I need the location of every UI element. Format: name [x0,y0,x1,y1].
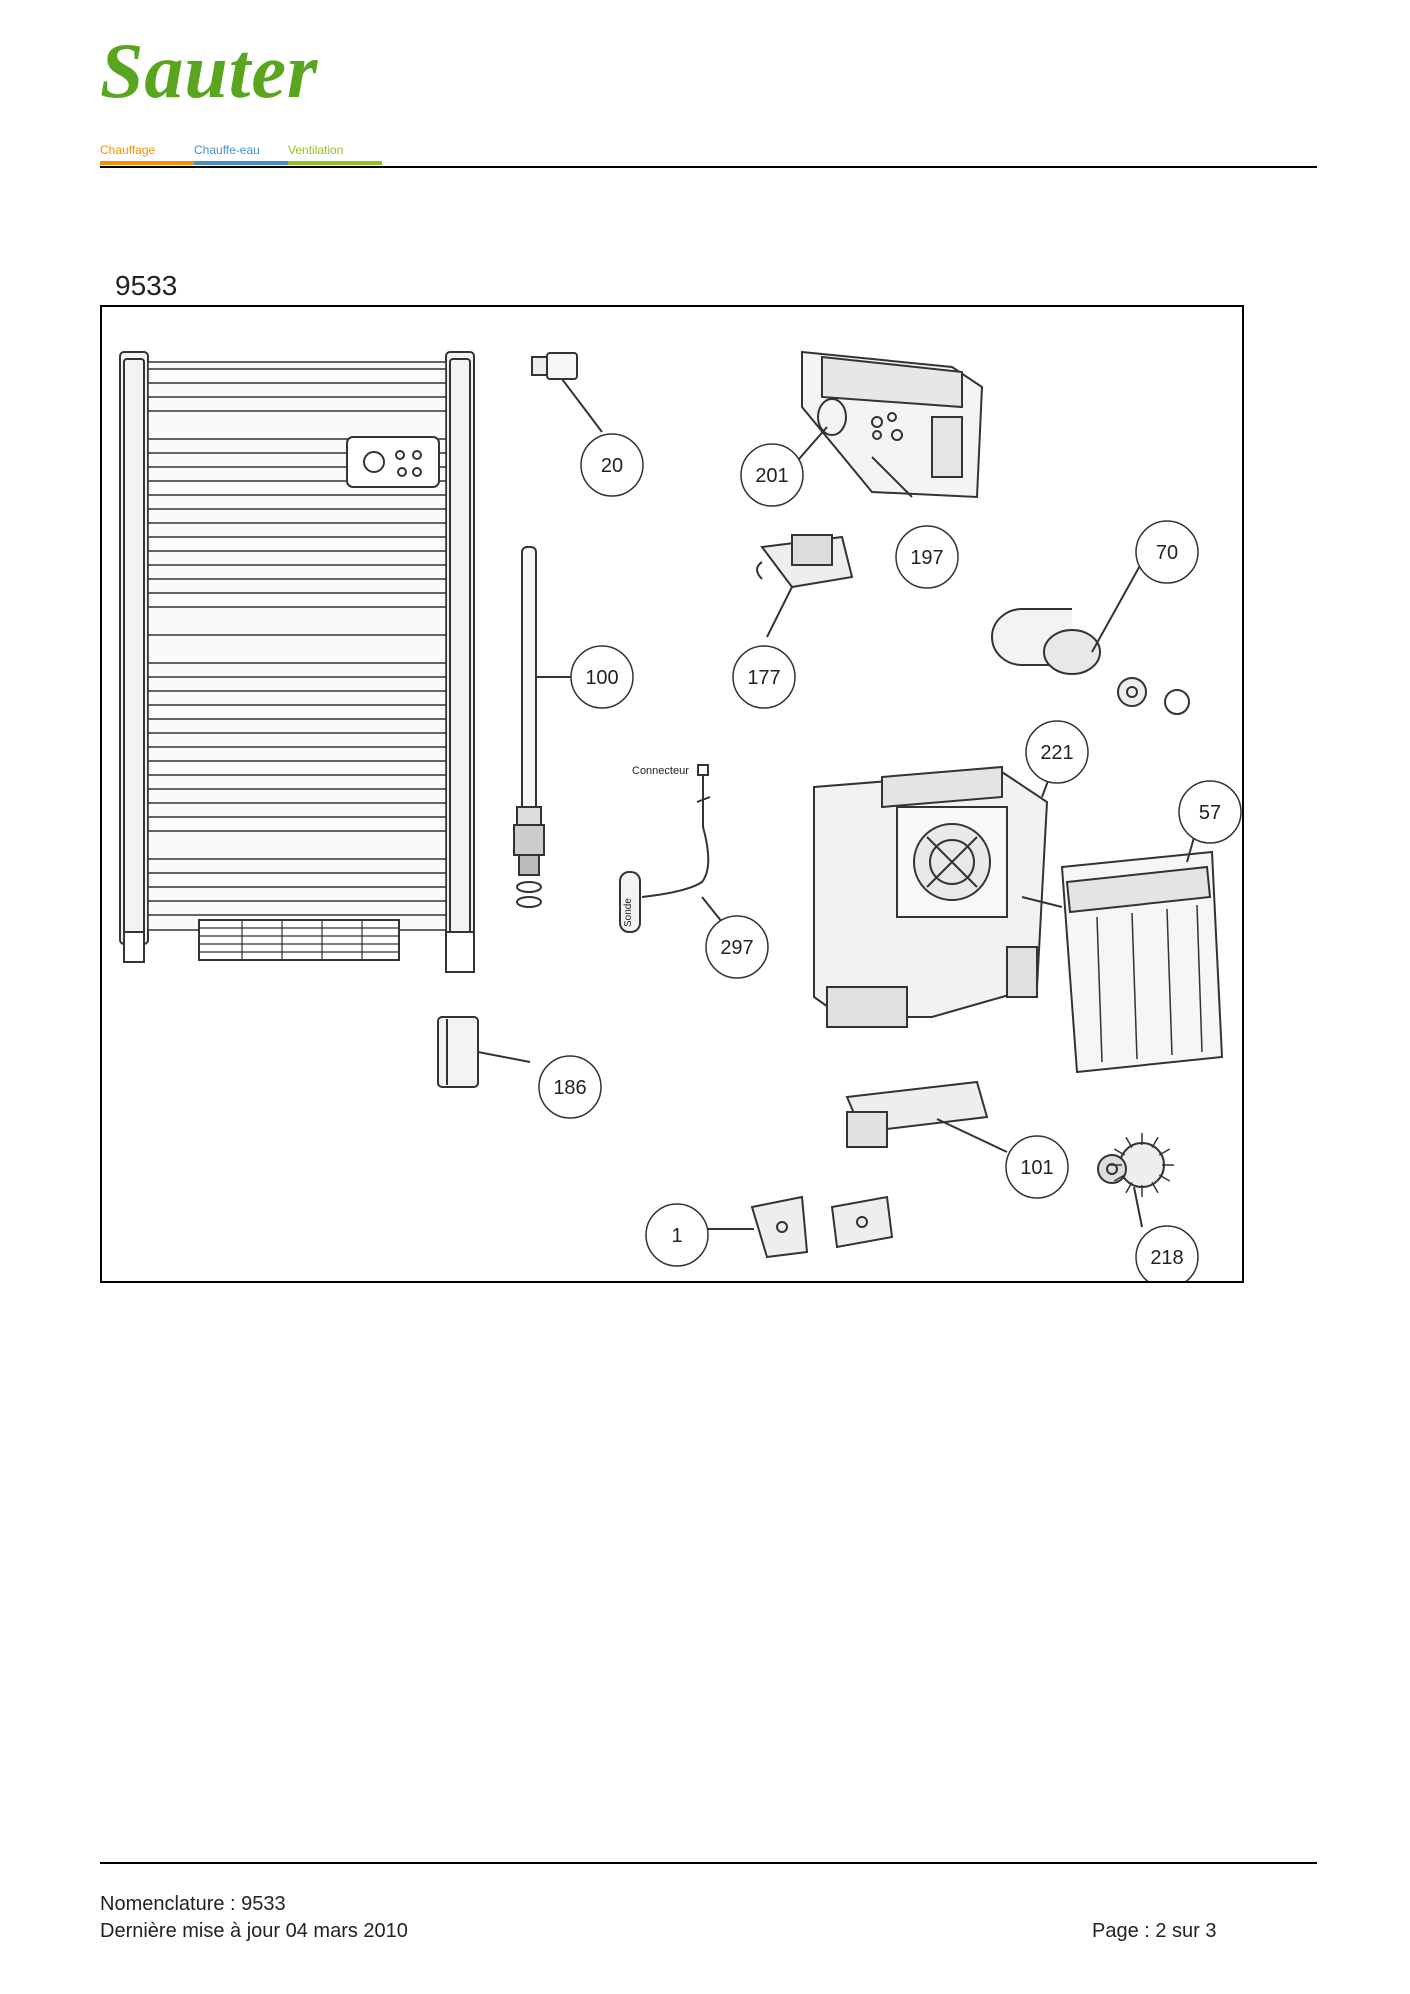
probe-label: Sonde [623,898,634,927]
callout-label-100: 100 [585,667,618,689]
callout-circle-1 [645,1203,709,1267]
callout-circle-197 [895,525,959,589]
part-297-probe: Connecteur Sonde [619,764,723,933]
callout-circle-20 [580,433,644,497]
sauter-logo: Sauter [100,27,319,114]
callout-circle-201 [740,443,804,507]
last-update-text: Dernière mise à jour 04 mars 2010 [100,1920,408,1942]
part-221-fan-unit [813,756,1063,1028]
callout-label-218: 218 [1150,1247,1183,1269]
part-218-fan-wheel [1097,1133,1174,1228]
part-197-control-box [791,350,984,499]
part-101-filter [845,1080,1008,1153]
callout-circle-297 [705,915,769,979]
part-57-grille [1060,826,1224,1074]
part-186-end-cap [437,1016,531,1088]
page-title: 9533 [115,270,178,301]
callout-label-1: 1 [671,1225,682,1247]
part-70-motor [991,561,1190,715]
exploded-parts-diagram: Connecteur Sonde [100,305,1244,1283]
page-number: Page : 2 sur 3 [1092,1920,1217,1942]
callout-circle-101 [1005,1135,1069,1199]
nomenclature-text: Nomenclature : 9533 [100,1893,286,1915]
callout-label-221: 221 [1040,742,1073,764]
callout-label-177: 177 [747,667,780,689]
category-bar: Chauffage Chauffe-eau Ventilation [100,143,382,165]
callout-label-186: 186 [553,1077,586,1099]
part-177-circuit [756,534,854,638]
category-water-heater: Chauffe-eau [194,143,288,165]
callout-label-201: 201 [755,465,788,487]
callout-label-297: 297 [720,937,753,959]
footer-rule [100,1862,1317,1864]
callout-label-101: 101 [1020,1157,1053,1179]
callout-circle-218 [1135,1225,1199,1281]
callout-circle-100 [570,645,634,709]
category-ventilation: Ventilation [288,143,382,165]
header-rule [100,166,1317,168]
callout-circle-70 [1135,520,1199,584]
callout-label-57: 57 [1199,802,1221,824]
callout-circle-221 [1025,720,1089,784]
part-100-heating-element [513,546,572,908]
category-heating: Chauffage [100,143,194,165]
callout-label-20: 20 [601,455,623,477]
callout-circle-186 [538,1055,602,1119]
towel-radiator [119,351,475,973]
part-1-brackets [707,1195,894,1259]
part-20-drawing [531,352,603,433]
connector-label: Connecteur [632,765,689,777]
callout-circle-177 [732,645,796,709]
callout-label-197: 197 [910,547,943,569]
callout-circle-57 [1178,780,1242,844]
callout-label-70: 70 [1156,542,1178,564]
